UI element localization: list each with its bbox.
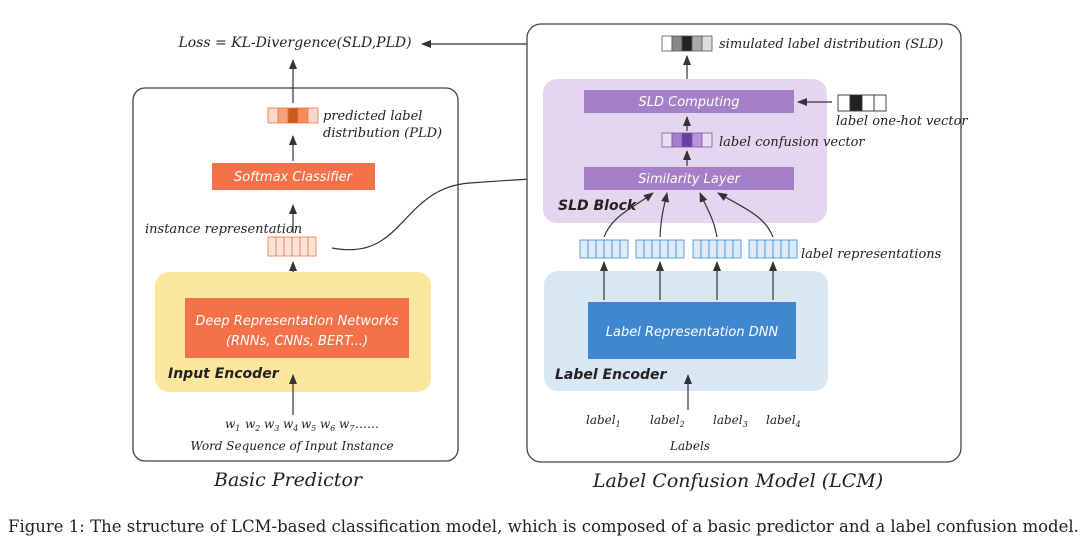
instance-representation-vector <box>267 236 317 257</box>
softmax-classifier <box>212 163 375 190</box>
pld-vector <box>267 107 319 124</box>
deep-representation-networks <box>185 298 409 358</box>
pld-label-line2: distribution (PLD) <box>323 126 442 141</box>
label-rep-vector-1 <box>579 239 629 259</box>
onehot-label: label one-hot vector <box>836 114 968 129</box>
loss-label: Loss = KL-Divergence(SLD,PLD) <box>177 35 411 51</box>
label-token: label2 <box>650 413 685 429</box>
figure-caption: Figure 1: The structure of LCM-based cla… <box>8 517 1079 536</box>
label-token: label1 <box>586 413 621 429</box>
label-rep-vector-2 <box>635 239 685 259</box>
basic-predictor-title: Basic Predictor <box>213 469 364 491</box>
label-rep-to-similarity-arrows <box>603 192 774 238</box>
deep-rep-line2: (RNNs, CNNs, BERT...) <box>226 334 368 349</box>
similarity-layer <box>584 167 794 190</box>
pld-label-line1: predicted label <box>323 109 422 124</box>
word-sequence-trailer: …… <box>355 417 379 431</box>
sld-vector <box>661 35 713 52</box>
onehot-vector <box>837 94 887 112</box>
similarity-label: Similarity Layer <box>638 172 741 187</box>
confusion-vector-label: label confusion vector <box>719 135 865 150</box>
dnn-to-label-rep-arrows <box>600 261 777 300</box>
deep-rep-line1: Deep Representation Networks <box>195 314 398 329</box>
sld-block-title: SLD Block <box>558 198 638 214</box>
label-token: label4 <box>766 413 801 429</box>
input-encoder-title: Input Encoder <box>168 366 280 382</box>
labels-row: label1 label2 label3 label4 <box>586 413 801 429</box>
sld-computing <box>584 90 794 113</box>
word-sequence: w1 w2 w3 w4 w5 w6 w7 …… <box>225 417 379 433</box>
labels-caption: Labels <box>669 439 710 453</box>
softmax-label: Softmax Classifier <box>234 170 354 185</box>
word-sequence-label: Word Sequence of Input Instance <box>190 439 393 453</box>
label-rep-vector-4 <box>748 239 798 259</box>
label-representation-vectors <box>579 239 798 259</box>
label-token: label3 <box>713 413 748 429</box>
sld-label: simulated label distribution (SLD) <box>719 37 943 52</box>
label-encoder-title: Label Encoder <box>555 367 668 383</box>
label-rep-label: label representations <box>801 247 942 262</box>
label-rep-vector-3 <box>692 239 742 259</box>
instance-rep-label: instance representation <box>145 222 302 237</box>
sld-computing-label: SLD Computing <box>638 95 739 110</box>
label-dnn-label: Label Representation DNN <box>606 325 779 340</box>
label-representation-dnn <box>588 302 796 359</box>
confusion-vector <box>661 132 713 148</box>
lcm-title: Label Confusion Model (LCM) <box>592 470 883 492</box>
